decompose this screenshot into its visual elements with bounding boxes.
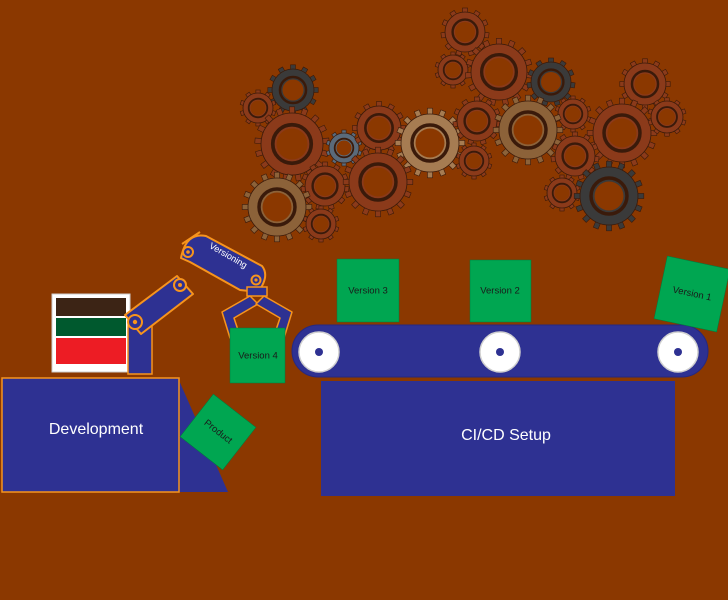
conveyor-roller-icon: [657, 331, 699, 373]
gears-cluster: [239, 7, 687, 243]
gear-icon: [554, 95, 592, 133]
gear-icon: [434, 51, 472, 89]
gear-icon: [573, 160, 645, 232]
version-3-box: Version 3: [336, 258, 400, 323]
gear-icon: [254, 106, 330, 182]
gear-icon: [452, 96, 502, 146]
product-box: Product: [179, 393, 257, 471]
gear-icon: [394, 107, 466, 179]
development-label: Development: [49, 421, 144, 438]
monitor-icon: [51, 293, 131, 373]
gear-icon: [550, 131, 600, 181]
version-2-box: Version 2: [469, 259, 532, 323]
gear-icon: [352, 101, 406, 155]
conveyor-roller-icon: [479, 331, 521, 373]
robot-arm-icon: Versioning: [124, 231, 293, 375]
gear-icon: [241, 171, 313, 243]
conveyor-roller-icon: [298, 331, 340, 373]
version-2-label: Version 2: [480, 286, 520, 297]
gear-icon: [543, 174, 581, 212]
gear-icon: [464, 38, 534, 106]
gear-icon: [239, 89, 277, 127]
gear-icon: [492, 94, 564, 166]
version-1-box: Version 1: [653, 255, 728, 333]
version-4-label: Version 4: [238, 351, 278, 362]
gear-icon: [325, 129, 363, 167]
conveyor-belt: [291, 324, 709, 378]
gear-icon: [440, 7, 490, 57]
version-3-label: Version 3: [348, 286, 388, 297]
version-4-box: Version 4: [229, 327, 286, 384]
gear-icon: [342, 146, 414, 218]
gear-icon: [300, 161, 350, 211]
gear-icon: [526, 57, 576, 107]
gear-icon: [647, 97, 687, 137]
gear-icon: [302, 205, 340, 243]
cicd-block: CI/CD Setup: [321, 381, 675, 496]
cicd-label: CI/CD Setup: [461, 427, 551, 444]
gear-icon: [455, 142, 493, 180]
